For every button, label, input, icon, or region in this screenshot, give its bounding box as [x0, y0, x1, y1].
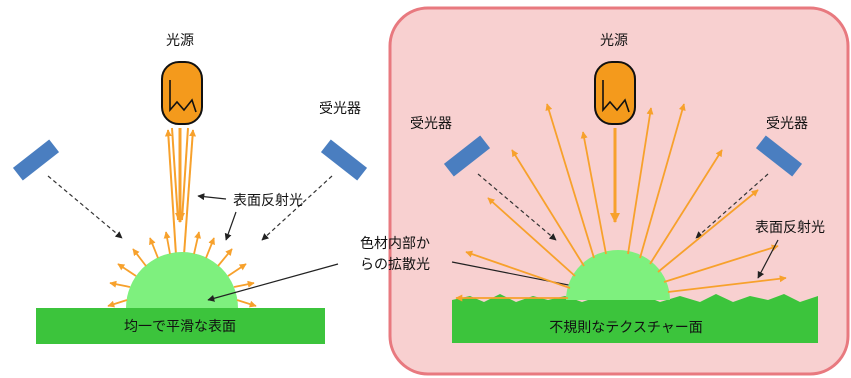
right-receiver-left-label: 受光器: [410, 116, 452, 132]
left-light-source-label: 光源: [166, 33, 194, 49]
receiver-sensor-icon: [755, 135, 803, 177]
diffuse-label-line2: らの拡散光: [360, 257, 430, 273]
right-panel-texture: 光源 受光器 受光器 不規則なテクスチャー面: [410, 33, 825, 343]
left-surface-reflection-label: 表面反射光: [233, 193, 303, 209]
receiver-sensor-icon: [443, 135, 491, 177]
left-surface-caption: 均一で平滑な表面: [124, 318, 236, 335]
diffuse-label-line1: 色材内部か: [360, 235, 430, 252]
smooth-surface: [36, 308, 325, 344]
light-bulb-icon: [594, 61, 636, 125]
left-colorant-dome: [126, 252, 238, 308]
right-light-source-label: 光源: [600, 33, 628, 49]
light-bulb-icon: [161, 61, 203, 125]
receiver-sensor-icon: [12, 139, 60, 181]
right-receiver-right-label: 受光器: [766, 116, 808, 132]
right-surface-reflection-label: 表面反射光: [755, 220, 825, 236]
texture-surface: [452, 294, 818, 343]
left-panel-smooth: 光源 受光器 均一で平滑な表面: [12, 33, 605, 344]
receiver-sensor-icon: [320, 139, 368, 181]
texture-panel-background: [388, 6, 850, 376]
right-surface-caption: 不規則なテクスチャー面: [549, 320, 702, 336]
left-receiver-label: 受光器: [319, 101, 361, 117]
right-colorant-dome: [566, 250, 670, 300]
